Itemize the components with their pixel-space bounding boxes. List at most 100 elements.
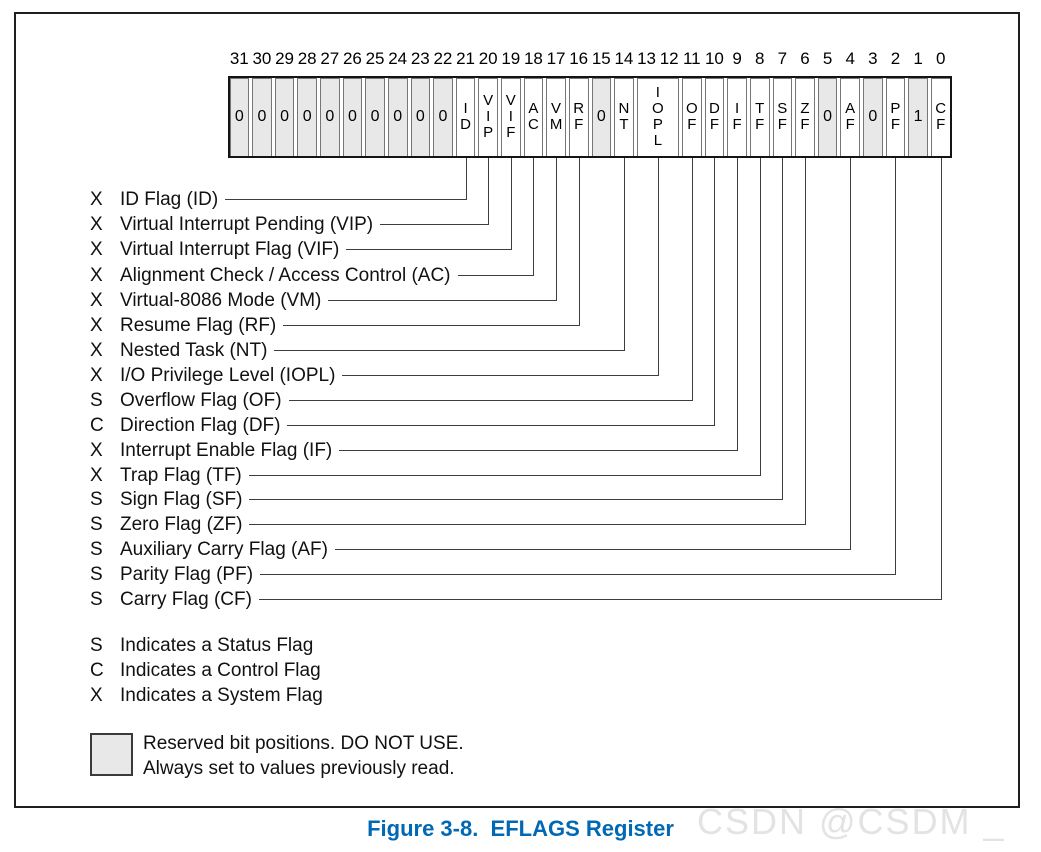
flag-label-text: Parity Flag (PF) [120, 564, 254, 585]
flag-type-symbol: S [90, 514, 103, 535]
connector-vertical-cf [941, 157, 942, 600]
legend-text: Indicates a System Flag [120, 685, 323, 706]
flag-label-text: Virtual-8086 Mode (VM) [120, 290, 322, 311]
connector-horizontal-sf [249, 499, 783, 500]
flag-label-text: Zero Flag (ZF) [120, 514, 243, 535]
connector-vertical-iopl [658, 157, 659, 376]
flag-label-text: Resume Flag (RF) [120, 315, 277, 336]
connector-horizontal-cf [259, 599, 942, 600]
connector-vertical-df [714, 157, 715, 426]
register-cell-reserved-bit-22: 0 [433, 77, 453, 157]
bit-number-18: 18 [523, 49, 543, 68]
register-cell-reserved-bit-24: 0 [387, 77, 408, 157]
flag-type-symbol: S [90, 390, 103, 411]
legend-row-s: S Indicates a Status Flag [0, 635, 600, 657]
flag-label-text: Auxiliary Carry Flag (AF) [120, 539, 328, 560]
bit-number-8: 8 [754, 49, 765, 68]
connector-horizontal-id [225, 199, 467, 200]
figure-caption: Figure 3-8. EFLAGS Register [367, 816, 674, 841]
flag-label-text: Overflow Flag (OF) [120, 390, 282, 411]
flag-label-text: I/O Privilege Level (IOPL) [120, 365, 336, 386]
register-cell-reserved-bit-5: 0 [817, 77, 838, 157]
legend-text: Indicates a Control Flag [120, 660, 321, 681]
flag-type-symbol: X [90, 340, 103, 361]
connector-horizontal-nt [274, 350, 625, 351]
connector-vertical-vip [488, 157, 489, 225]
reserved-swatch [90, 733, 133, 776]
bit-number-6: 6 [800, 49, 810, 68]
bit-number-19: 19 [501, 49, 521, 68]
connector-vertical-vif [511, 157, 512, 250]
flag-type-symbol: X [90, 315, 103, 336]
legend-text: Indicates a Status Flag [120, 635, 314, 656]
connector-horizontal-af [335, 549, 851, 550]
flag-label-text: Trap Flag (TF) [120, 465, 242, 486]
register-cell-reserved-bit-3: 0 [863, 77, 883, 157]
connector-horizontal-vip [380, 224, 489, 225]
bit-number-5: 5 [822, 49, 833, 68]
flag-label-text: ID Flag (ID) [120, 189, 219, 210]
register-cell-reserved-bit-26: 0 [342, 77, 363, 157]
register-cell-reserved-bit-25: 0 [365, 77, 385, 157]
bit-number-16: 16 [569, 49, 589, 68]
connector-horizontal-zf [249, 524, 806, 525]
connector-horizontal-rf [283, 325, 580, 326]
flag-label-if: X Interrupt Enable Flag (IF) [0, 440, 1041, 462]
flag-type-symbol: X [90, 214, 103, 235]
register-cell-reserved-bit-28: 0 [297, 77, 317, 157]
bit-number-26: 26 [342, 49, 362, 68]
flag-label-text: Nested Task (NT) [120, 340, 268, 361]
connector-vertical-af [850, 157, 851, 550]
bit-number-27: 27 [320, 49, 340, 68]
flag-type-symbol: S [90, 539, 103, 560]
flag-type-symbol: S [90, 489, 103, 510]
register-cell-reserved-bit-27: 0 [320, 77, 340, 157]
connector-vertical-vm [556, 157, 557, 301]
flag-label-text: Carry Flag (CF) [120, 589, 252, 610]
bit-number-1: 1 [913, 49, 923, 68]
flag-label-af: S Auxiliary Carry Flag (AF) [0, 539, 1041, 561]
bit-number-15: 15 [591, 49, 611, 68]
flag-label-of: S Overflow Flag (OF) [0, 390, 1041, 412]
connector-vertical-if [737, 157, 738, 451]
bit-number-31: 31 [229, 49, 249, 68]
legend-symbol: S [90, 635, 103, 656]
connector-horizontal-vif [346, 249, 512, 250]
connector-horizontal-iopl [342, 375, 659, 376]
bit-number-12: 12 [659, 49, 679, 68]
bit-number-25: 25 [365, 49, 385, 68]
connector-horizontal-ac [458, 275, 534, 276]
bit-number-17: 17 [546, 49, 566, 68]
flag-type-symbol: X [90, 440, 103, 461]
connector-horizontal-df [287, 425, 715, 426]
connector-vertical-id [466, 157, 467, 200]
register-cell-reserved-bit-29: 0 [274, 77, 295, 157]
bit-number-3: 3 [868, 49, 878, 68]
connector-horizontal-pf [260, 574, 896, 575]
flag-label-text: Alignment Check / Access Control (AC) [120, 265, 451, 286]
flag-label-sf: S Sign Flag (SF) [0, 489, 1041, 511]
flag-type-symbol: X [90, 239, 103, 260]
flag-label-text: Interrupt Enable Flag (IF) [120, 440, 333, 461]
connector-horizontal-if [339, 450, 738, 451]
flag-label-text: Sign Flag (SF) [120, 489, 243, 510]
bit-number-22: 22 [433, 49, 453, 68]
